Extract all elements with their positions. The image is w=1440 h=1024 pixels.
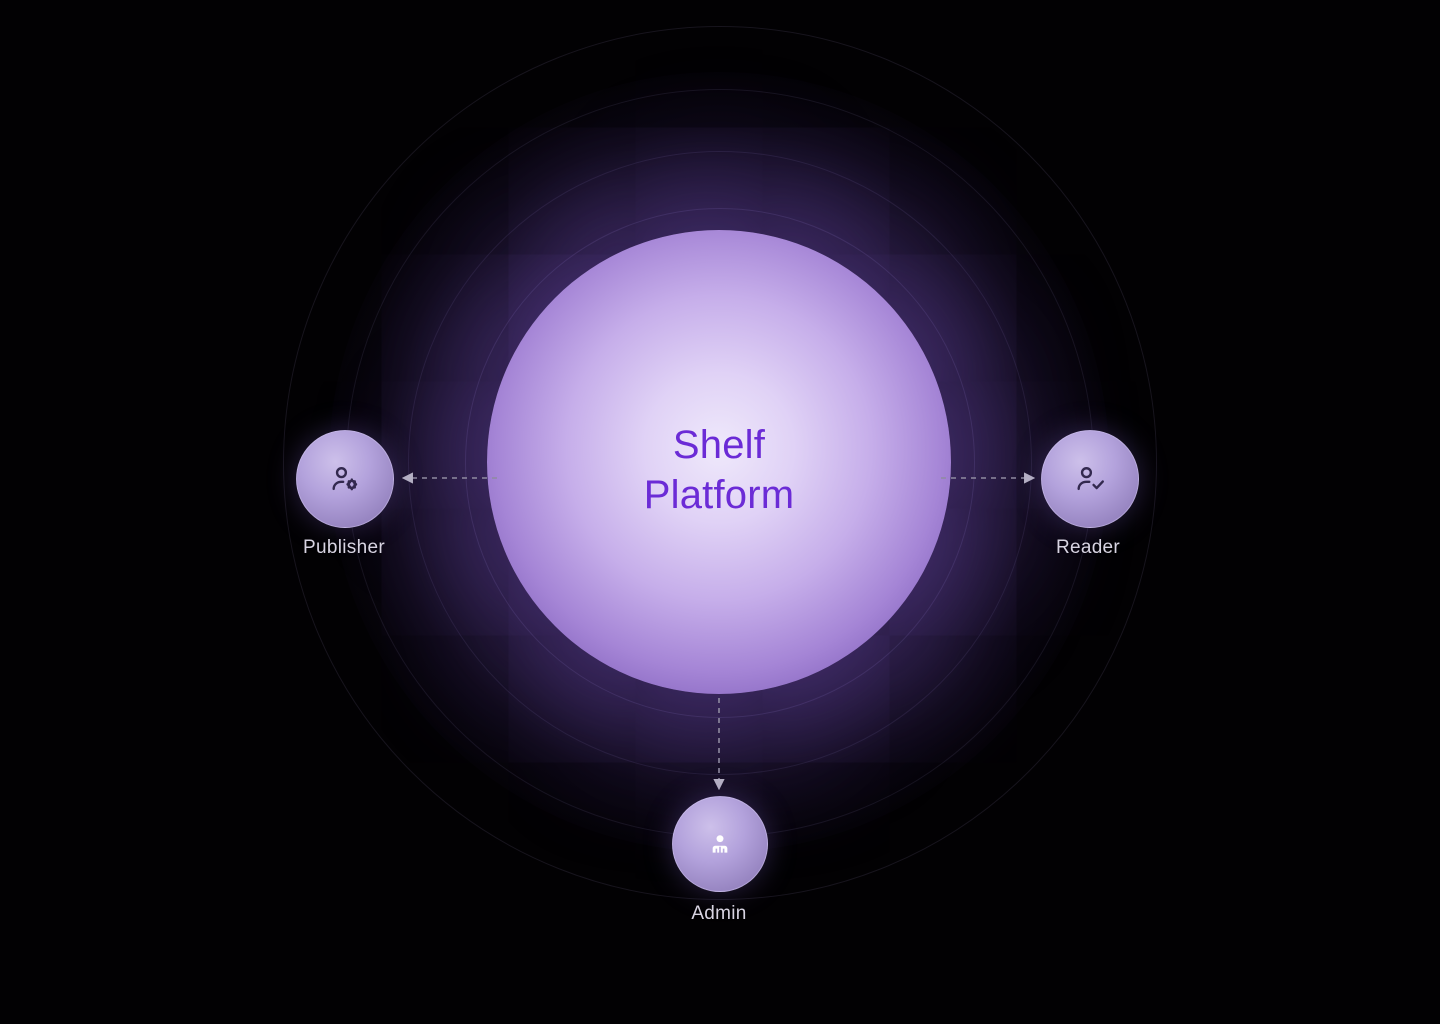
platform-title: Shelf Platform	[519, 420, 919, 520]
node-reader[interactable]	[1041, 430, 1139, 528]
platform-title-line2: Platform	[643, 473, 795, 517]
admin-user-icon	[704, 828, 736, 860]
user-gear-icon	[328, 462, 362, 496]
user-check-icon	[1073, 462, 1107, 496]
node-label-publisher: Publisher	[303, 537, 385, 558]
node-publisher[interactable]	[296, 430, 394, 528]
platform-title-line1: Shelf	[672, 423, 766, 467]
node-admin[interactable]	[672, 796, 768, 892]
node-label-reader: Reader	[1055, 537, 1121, 558]
node-label-admin: Admin	[691, 903, 747, 924]
